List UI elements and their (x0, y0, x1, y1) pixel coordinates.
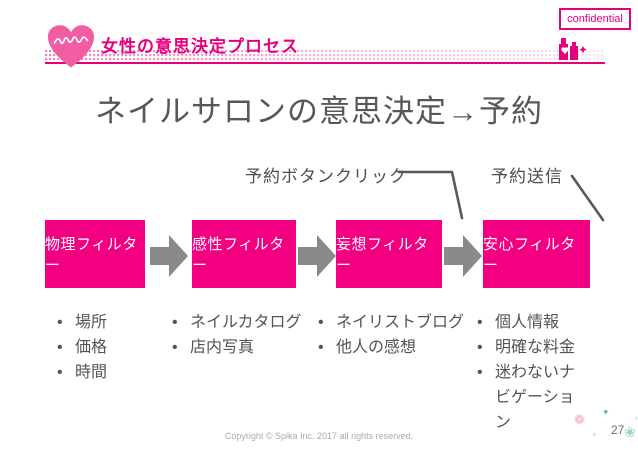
list-item: • 場所 (57, 310, 169, 335)
header-title: 女性の意思決定プロセス (101, 37, 299, 56)
slide-title: ネイルサロンの意思決定→予約 (95, 94, 543, 129)
star-sparkle-icon: ✦ (602, 407, 610, 417)
list-item-label: 店内写真 (190, 339, 255, 356)
bullet-list-imagination: • ネイリストブログ • 他人の感想 (318, 310, 472, 360)
confidential-badge: confidential (559, 8, 631, 30)
bullet-marker: • (57, 364, 63, 381)
flow-step-sensory-filter: 感性フィルター (192, 220, 296, 288)
list-item-label: ネイルカタログ (190, 314, 302, 331)
bullet-list-reassurance: • 個人情報 • 明確な料金 • 迷わないナビゲーション (477, 310, 587, 435)
list-item: • 店内写真 (172, 335, 314, 360)
bullet-marker: • (57, 314, 63, 331)
bullet-marker: • (477, 339, 483, 356)
callout-reserve-button-click: 予約ボタンクリック (245, 167, 407, 186)
list-item: • 時間 (57, 360, 169, 385)
bullet-marker: • (318, 314, 324, 331)
list-item-label: 時間 (75, 364, 108, 381)
bullet-marker: • (57, 339, 63, 356)
callout-reserve-send: 予約送信 (491, 167, 563, 186)
list-item: • ネイリストブログ (318, 310, 472, 335)
bullet-list-sensory: • ネイルカタログ • 店内写真 (172, 310, 314, 360)
list-item: • 価格 (57, 335, 169, 360)
header-gradient-band (45, 50, 605, 62)
header-underline (45, 62, 605, 64)
bullet-marker: • (172, 314, 178, 331)
list-item-label: 価格 (75, 339, 108, 356)
flow-arrow-icon (444, 235, 482, 277)
list-item: • 個人情報 (477, 310, 587, 335)
bullet-marker: • (318, 339, 324, 356)
list-item: • 他人の感想 (318, 335, 472, 360)
list-item: • ネイルカタログ (172, 310, 314, 335)
list-item: • 明確な料金 (477, 335, 587, 360)
bullet-marker: • (477, 364, 483, 381)
flow-step-reassurance-filter: 安心フィルター (483, 220, 590, 288)
flow-arrow-icon (150, 235, 188, 277)
page-number: 27 (611, 423, 625, 437)
bullet-marker: • (172, 339, 178, 356)
list-item-label: 迷わないナビゲーション (495, 364, 576, 431)
list-item-label: 他人の感想 (336, 339, 417, 356)
list-item-label: 場所 (75, 314, 108, 331)
nail-polish-icon (559, 38, 587, 60)
plus-sparkle-icon: + (634, 414, 638, 423)
flow-step-physical-filter: 物理フィルター (45, 220, 145, 288)
flow-step-imagination-filter: 妄想フィルター (336, 220, 442, 288)
list-item-label: 明確な料金 (495, 339, 576, 356)
list-item-label: 個人情報 (495, 314, 560, 331)
list-item-label: ネイリストブログ (336, 314, 465, 331)
bullet-marker: • (477, 314, 483, 331)
flow-arrow-icon (298, 235, 336, 277)
bullet-list-physical: • 場所 • 価格 • 時間 (57, 310, 169, 385)
list-item: • 迷わないナビゲーション (477, 360, 587, 435)
copyright-text: Copyright © Spika Inc. 2017 all rights r… (224, 431, 414, 441)
heart-logo-icon (48, 25, 94, 68)
